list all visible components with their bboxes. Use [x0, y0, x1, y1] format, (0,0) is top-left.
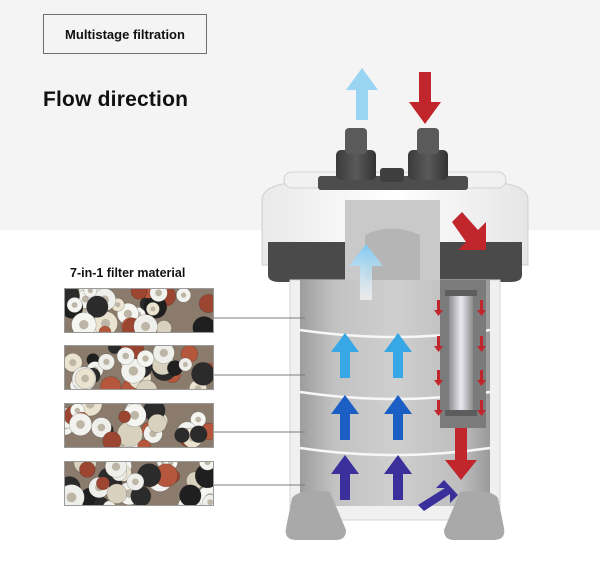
outlet-valve-stem [345, 128, 367, 154]
inlet-valve [408, 150, 448, 180]
filter-media-sample-1 [64, 288, 214, 333]
left-foot [285, 490, 346, 540]
flow-direction-title: Flow direction [43, 88, 189, 111]
filter-media-sample-2 [64, 345, 214, 390]
intake-downflow-arrows [434, 300, 486, 416]
tray-2-upflow-arrow-right-icon [384, 395, 412, 440]
filter-media-sample-3 [64, 403, 214, 448]
tag-label: Multistage filtration [65, 26, 185, 42]
head-connector [380, 168, 404, 182]
tray-divider-3 [299, 446, 491, 457]
column-upflow-arrow-icon [349, 244, 383, 300]
center-column-arch [365, 228, 420, 280]
filter-media-sample-4 [64, 461, 214, 506]
filter-media-pellets [65, 289, 213, 332]
inlet-valve-stem [417, 128, 439, 154]
filter-media-pellets [65, 404, 213, 447]
filter-media-pellets [65, 346, 213, 389]
tray-3-upflow-arrow-right-icon [384, 455, 412, 500]
tray-2-upflow-arrow-left-icon [331, 395, 359, 440]
filter-media-pellets [65, 462, 213, 505]
outflow-arrow-icon [346, 68, 378, 120]
intake-tube-cap [445, 290, 477, 296]
inflow-arrow-icon [409, 72, 441, 124]
tray-3-upflow-arrow-left-icon [331, 455, 359, 500]
intake-tube-glass [449, 292, 473, 414]
filter-material-title: 7-in-1 filter material [70, 266, 186, 280]
intake-entry-arrow-icon [452, 212, 486, 250]
multistage-filtration-tag: Multistage filtration [43, 14, 207, 54]
bottom-downflow-arrow-icon [445, 428, 477, 480]
outlet-valve [336, 150, 376, 180]
tray-1-upflow-arrow-left-icon [331, 333, 359, 378]
tray-1-upflow-arrow-right-icon [384, 333, 412, 378]
bottom-diagonal-arrow-icon [418, 480, 458, 511]
intake-tube-base [445, 410, 477, 416]
right-foot [444, 490, 505, 540]
